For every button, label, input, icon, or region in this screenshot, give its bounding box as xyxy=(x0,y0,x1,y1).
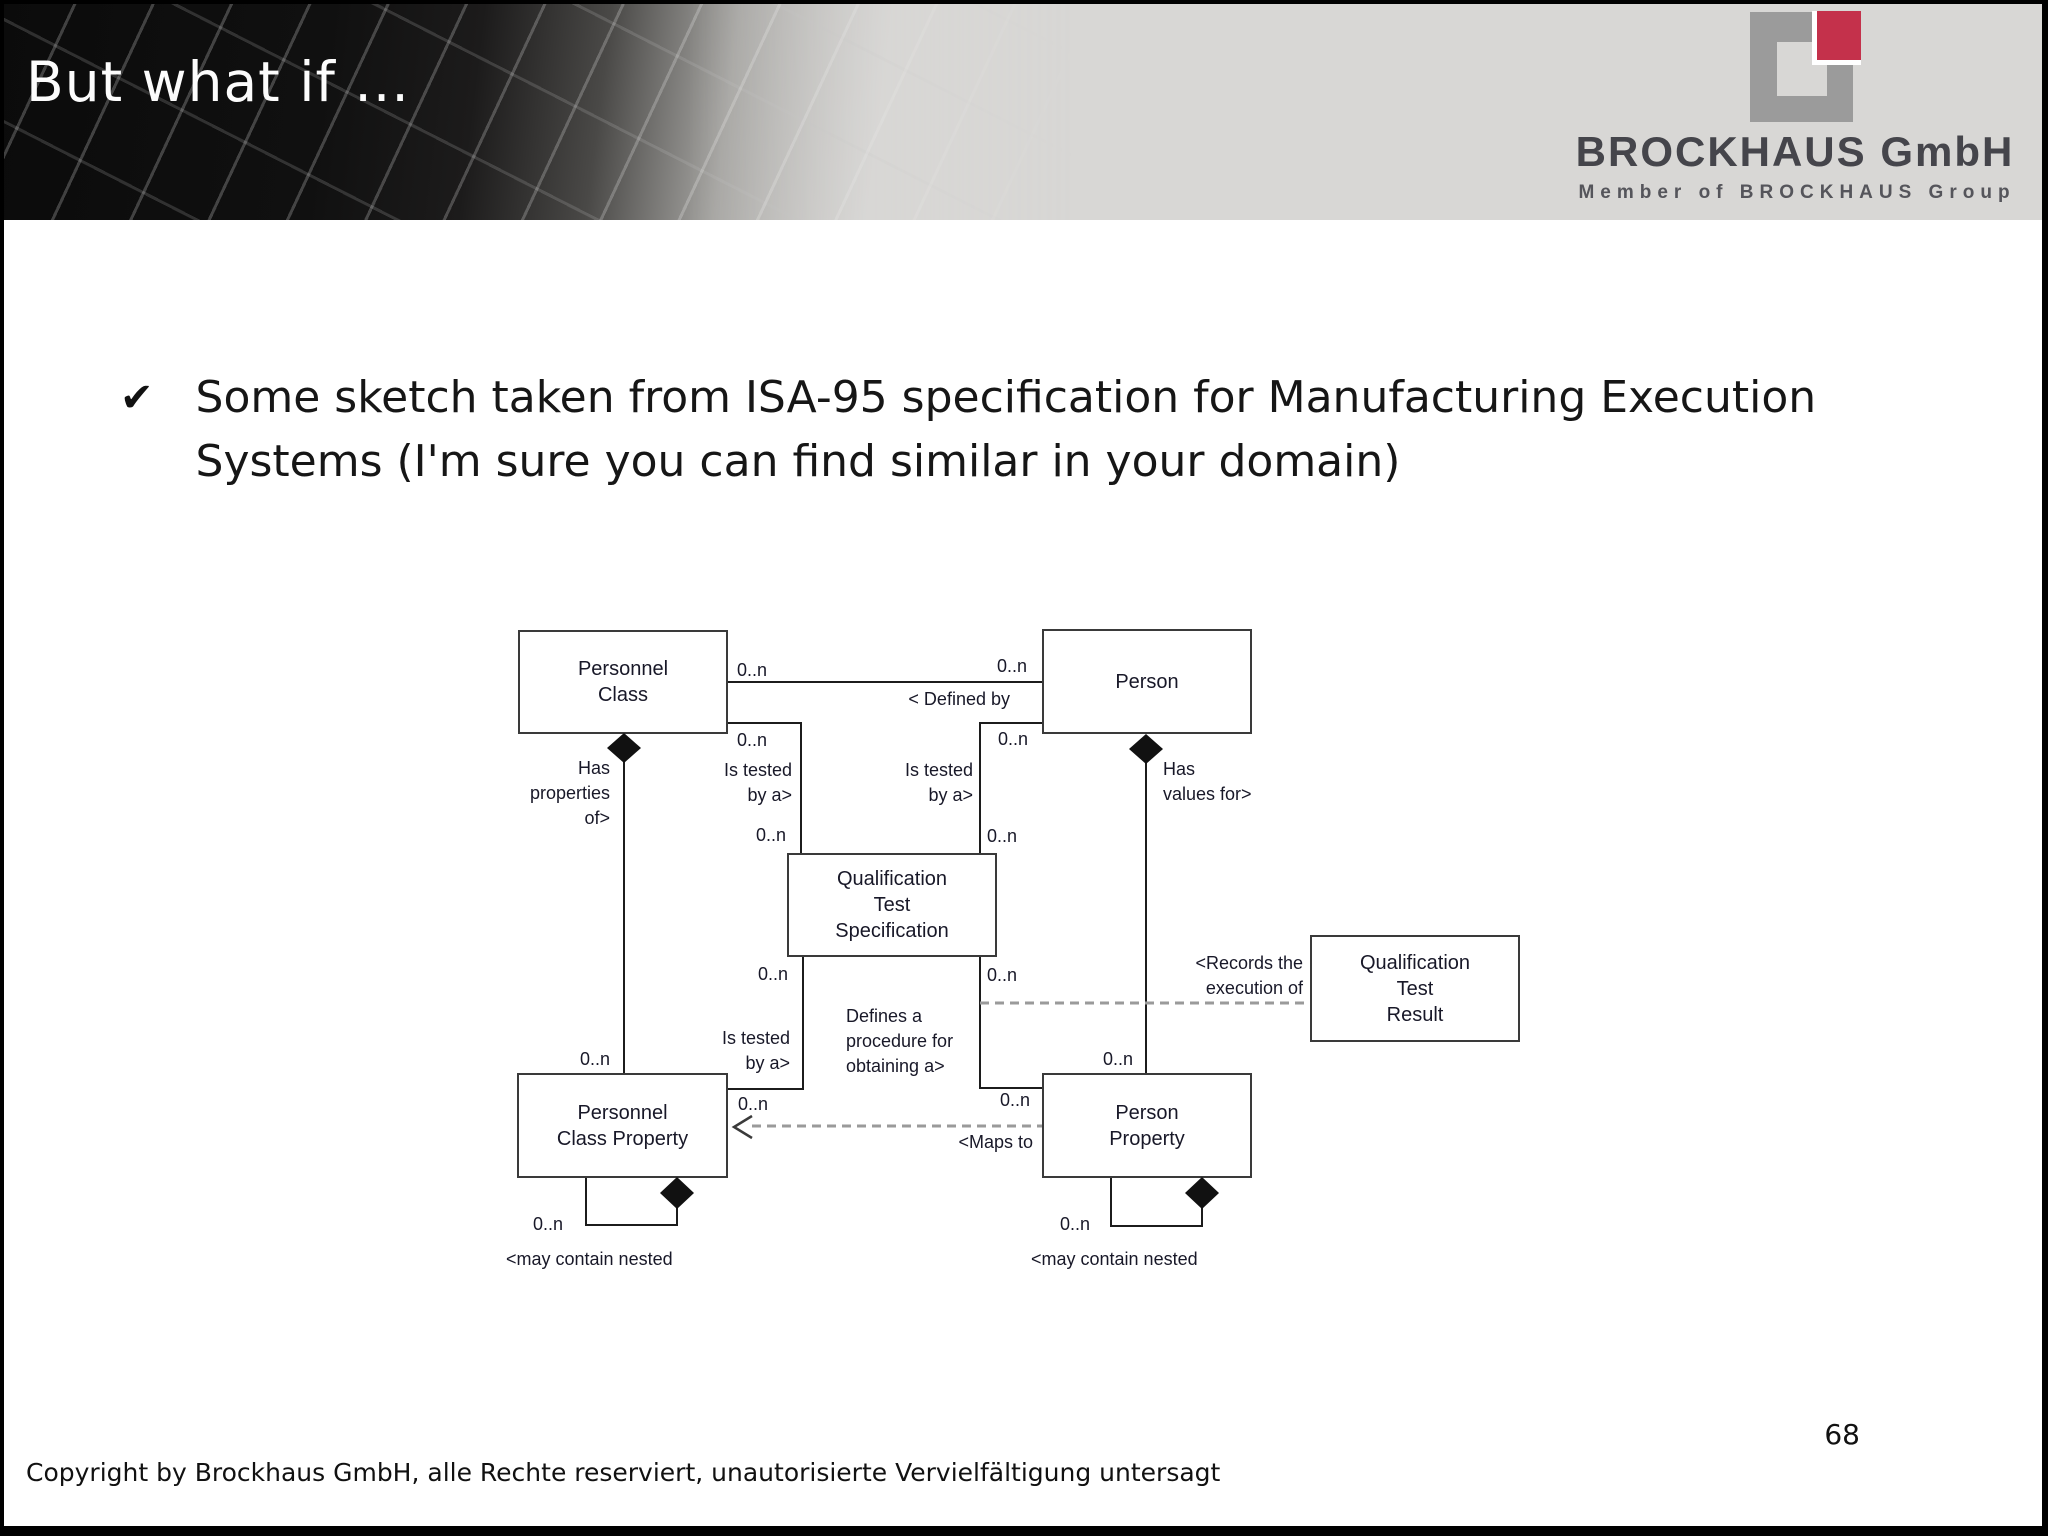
label-defined-by: < Defined by xyxy=(908,689,1010,709)
composition-diamond-pp-loop xyxy=(1185,1177,1219,1209)
mult-defined-by-left: 0..n xyxy=(737,660,768,680)
slide-border-top xyxy=(0,0,2048,4)
class-box-qualification-test-specification: Qualification Test Specification xyxy=(787,853,997,957)
mult-pp-loop: 0..n xyxy=(1060,1214,1091,1234)
page-number: 68 xyxy=(1824,1418,1860,1451)
label-maps-to: <Maps to xyxy=(958,1132,1033,1152)
mult-tested-ur-top: 0..n xyxy=(998,729,1029,749)
composition-diamond-personnel-class xyxy=(607,733,641,763)
maps-to-arrowhead xyxy=(731,1114,753,1140)
logo-red-square xyxy=(1812,11,1861,65)
mult-tested-lr-bottom: 0..n xyxy=(1000,1090,1031,1110)
logo-gray-frame xyxy=(1750,12,1853,122)
class-box-person-property: Person Property xyxy=(1042,1073,1252,1178)
label-has-values-for: Has values for> xyxy=(1163,759,1252,804)
label-is-tested-upper-right: Is tested by a> xyxy=(904,760,973,805)
header-band xyxy=(0,0,2048,220)
slide-border-left xyxy=(0,0,4,1536)
label-defines-a-procedure: Defines a procedure for obtaining a> xyxy=(846,1006,954,1076)
label-may-contain-nested-right: <may contain nested xyxy=(1031,1249,1198,1269)
mult-tested-ul-top: 0..n xyxy=(737,730,768,750)
label-records-the-execution-of: <Records the execution of xyxy=(1195,953,1303,998)
class-box-personnel-class-property: Personnel Class Property xyxy=(517,1073,728,1178)
composition-diamond-person xyxy=(1129,734,1163,764)
slide-border-bottom xyxy=(0,1526,2048,1536)
mult-pcp-loop: 0..n xyxy=(533,1214,564,1234)
label-is-tested-upper-left: Is tested by a> xyxy=(723,760,792,805)
mult-tested-ul-bottom: 0..n xyxy=(756,825,787,845)
page-title: But what if ... xyxy=(26,50,410,114)
footer-copyright: Copyright by Brockhaus GmbH, alle Rechte… xyxy=(26,1458,1221,1487)
mult-has-properties-end: 0..n xyxy=(580,1049,611,1069)
label-has-properties-of: Has properties of> xyxy=(529,758,610,828)
mult-tested-lr-top: 0..n xyxy=(987,965,1018,985)
mult-tested-ll-top: 0..n xyxy=(758,964,789,984)
bullet-text: Some sketch taken from ISA-95 specificat… xyxy=(195,372,1817,487)
header-building-photo xyxy=(0,0,1250,220)
brockhaus-logo-icon xyxy=(1750,11,1861,122)
class-box-person: Person xyxy=(1042,629,1252,734)
label-is-tested-lower-left: Is tested by a> xyxy=(721,1028,790,1073)
checkmark-icon: ✔ xyxy=(120,375,154,421)
bullet-item: ✔ Some sketch taken from ISA-95 specific… xyxy=(120,366,1880,494)
mult-tested-ll-bottom: 0..n xyxy=(738,1094,769,1114)
logo-company-name: BROCKHAUS GmbH xyxy=(1575,128,2015,175)
class-box-qualification-test-result: Qualification Test Result xyxy=(1310,935,1520,1042)
line-self-loop-pp xyxy=(1110,1178,1203,1227)
composition-diamond-pcp-loop xyxy=(660,1177,694,1209)
logo-tagline: Member of BROCKHAUS Group xyxy=(1578,182,2016,203)
class-box-personnel-class: Personnel Class xyxy=(518,630,728,734)
mult-defined-by-right: 0..n xyxy=(997,656,1028,676)
mult-tested-ur-bottom: 0..n xyxy=(987,826,1018,846)
label-may-contain-nested-left: <may contain nested xyxy=(506,1249,673,1269)
mult-has-values-end: 0..n xyxy=(1103,1049,1134,1069)
line-self-loop-pcp xyxy=(585,1178,678,1226)
slide-border-right xyxy=(2042,0,2048,1536)
